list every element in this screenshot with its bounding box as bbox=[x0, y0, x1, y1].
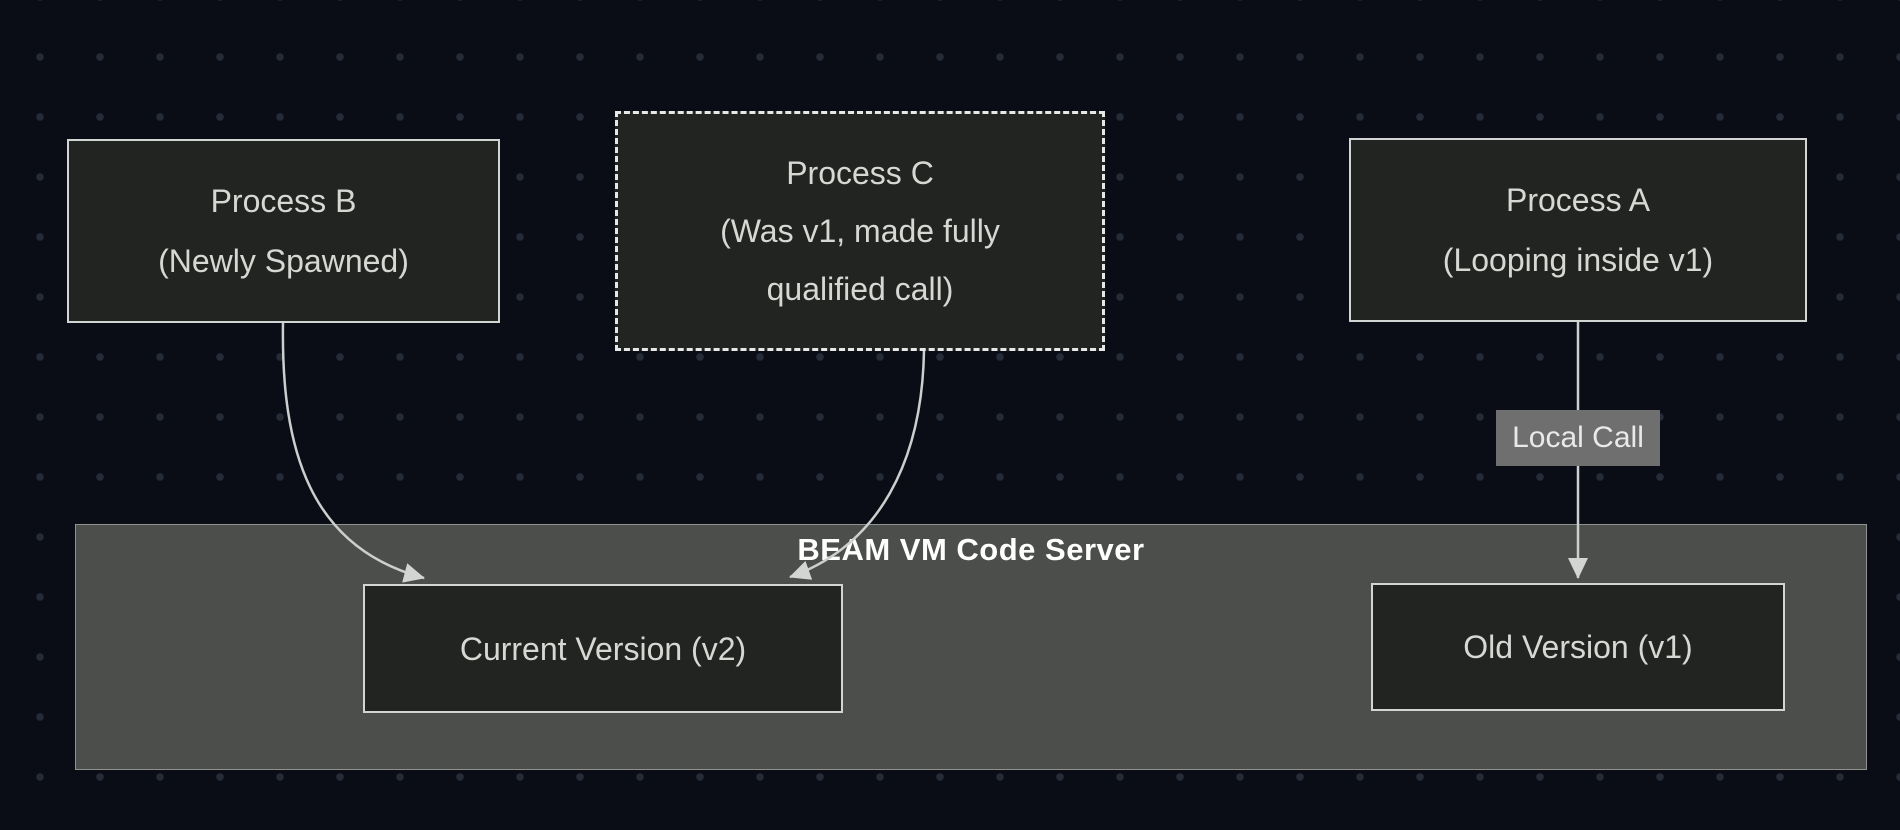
node-current-version-label: Current Version (v2) bbox=[459, 630, 747, 667]
container-title: BEAM VM Code Server bbox=[797, 532, 1145, 567]
node-old-version-label: Old Version (v1) bbox=[1463, 629, 1693, 665]
node-process-a-line-2: (Looping inside v1) bbox=[1442, 242, 1714, 278]
node-current-version: Current Version (v2) bbox=[363, 584, 843, 713]
node-process-c-line-2: (Was v1, made fully bbox=[720, 213, 1000, 249]
node-process-c-line-1: Process C bbox=[786, 155, 934, 191]
node-process-a: Process A (Looping inside v1) bbox=[1349, 138, 1807, 322]
node-process-b: Process B (Newly Spawned) bbox=[67, 139, 500, 323]
node-process-c-line-3: qualified call) bbox=[766, 271, 954, 307]
node-process-b-line-1: Process B bbox=[210, 183, 357, 219]
node-old-version: Old Version (v1) bbox=[1371, 583, 1785, 711]
edge-label-local-call: Local Call bbox=[1496, 410, 1660, 466]
node-process-a-line-1: Process A bbox=[1505, 182, 1651, 218]
node-process-b-line-2: (Newly Spawned) bbox=[158, 243, 409, 279]
node-process-c: Process C (Was v1, made fully qualified … bbox=[615, 111, 1105, 351]
